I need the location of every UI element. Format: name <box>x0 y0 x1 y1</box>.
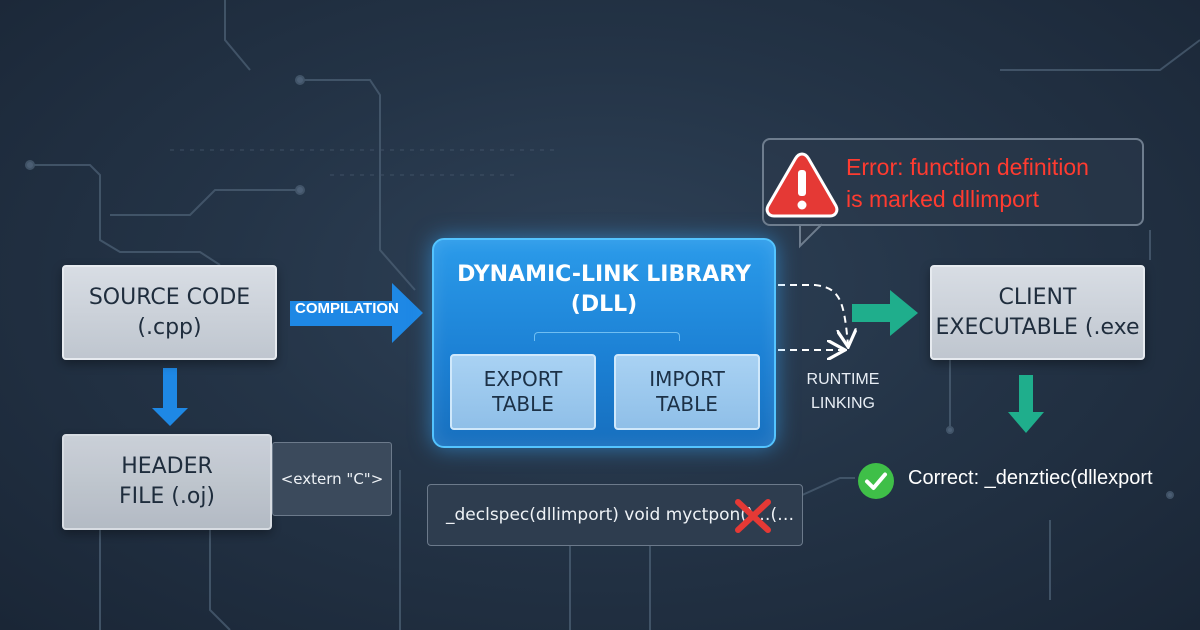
dll-title-line2: (DLL) <box>570 292 638 317</box>
dll-title-line1: DYNAMIC-LINK LIBRARY <box>457 262 751 287</box>
source-to-header-arrow <box>152 368 188 426</box>
bubble-tail <box>799 223 823 249</box>
extern-c-tag: <extern "C"> <box>272 442 392 516</box>
warning-triangle-icon <box>765 152 839 218</box>
source-code-title: SOURCE CODE <box>88 284 251 310</box>
runtime-label-line1: RUNTIME <box>806 371 880 388</box>
dll-divider <box>534 332 680 341</box>
compilation-label: COMPILATION <box>295 300 399 317</box>
client-ext: EXECUTABLE (.exe <box>935 314 1140 340</box>
client-title: CLIENT <box>998 284 1077 310</box>
error-line1: Error: function definition <box>846 154 1089 180</box>
red-x-icon <box>735 499 771 533</box>
import-table-box: IMPORT TABLE <box>614 354 760 430</box>
green-arrow-right <box>852 290 918 336</box>
export-table-line2: TABLE <box>492 392 554 416</box>
green-checkmark-icon <box>858 463 894 499</box>
client-executable-box: CLIENT EXECUTABLE (.exe <box>930 265 1145 360</box>
runtime-label-line2: LINKING <box>810 395 875 412</box>
import-table-line2: TABLE <box>656 392 718 416</box>
compilation-arrow <box>290 283 423 343</box>
error-line2: is marked dllimport <box>846 186 1039 212</box>
runtime-linking-label: RUNTIME LINKING <box>798 368 888 416</box>
export-table-line1: EXPORT <box>483 367 563 391</box>
source-code-ext: (.cpp) <box>137 314 202 340</box>
header-file-ext: FILE (.oj) <box>118 484 216 509</box>
dashed-arrow-top <box>778 284 848 345</box>
dll-title: DYNAMIC-LINK LIBRARY (DLL) <box>434 260 774 320</box>
import-table-line1: IMPORT <box>649 367 725 391</box>
header-file-title: HEADER <box>121 454 213 479</box>
correct-message: Correct: _denztiec(dllexport <box>908 467 1153 489</box>
export-table-box: EXPORT TABLE <box>450 354 596 430</box>
error-message: Error: function definition is marked dll… <box>846 151 1089 215</box>
header-file-box: HEADER FILE (.oj) <box>62 434 272 530</box>
green-arrow-down <box>1008 375 1044 433</box>
dll-box: DYNAMIC-LINK LIBRARY (DLL) EXPORT TABLE … <box>432 238 776 448</box>
dllimport-code-snippet: _declspec(dllimport) void myctpon()…(… <box>427 484 803 546</box>
source-code-box: SOURCE CODE (.cpp) <box>62 265 277 360</box>
